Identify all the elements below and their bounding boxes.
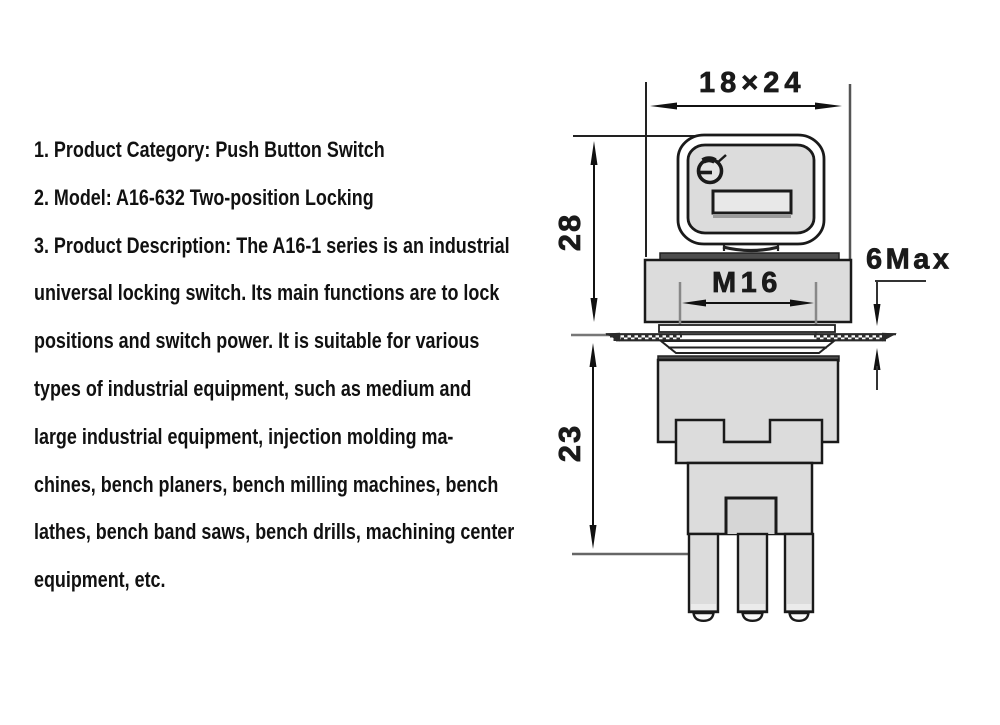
svg-text:23: 23 <box>552 424 587 462</box>
svg-text:28: 28 <box>552 213 587 251</box>
svg-text:6Max: 6Max <box>866 244 953 276</box>
svg-text:M16: M16 <box>712 267 782 299</box>
svg-text:18×24: 18×24 <box>699 67 805 99</box>
